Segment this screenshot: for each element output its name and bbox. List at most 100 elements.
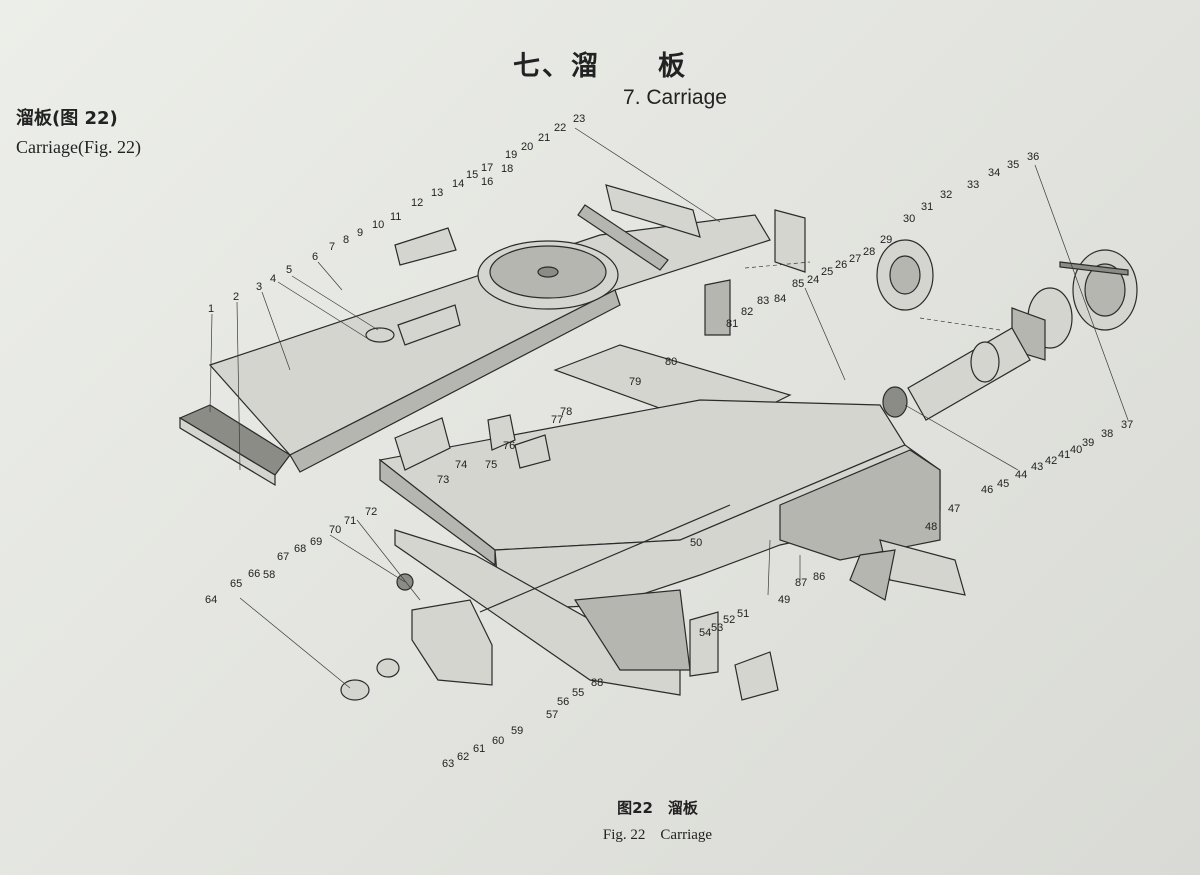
part-number-label: 10 (372, 219, 384, 231)
part-number-label: 33 (967, 179, 979, 191)
part-number-label: 30 (903, 213, 915, 225)
part-number-label: 69 (310, 536, 322, 548)
part-number-labels: 1 2 3 4 5 6 7 8 9 10 11 12 13 14 15 16 1… (205, 113, 1133, 770)
part-number-label: 73 (437, 474, 449, 486)
part-number-label: 43 (1031, 461, 1043, 473)
part-number-label: 81 (726, 318, 738, 330)
part-number-label: 68 (294, 543, 306, 555)
subsection-title-en: Carriage(Fig. 22) (16, 137, 141, 157)
part-number-label: 56 (557, 696, 569, 708)
part-number-label: 72 (365, 506, 377, 518)
part-number-label: 28 (863, 246, 875, 258)
figure-caption-en: Fig. 22 Carriage (602, 827, 713, 843)
part-number-label: 2 (233, 291, 239, 303)
part-number-label: 53 (711, 622, 723, 634)
part-number-label: 12 (411, 197, 423, 209)
part-number-label: 63 (442, 758, 454, 770)
part-number-label: 66 (248, 568, 260, 580)
part-number-label: 82 (741, 306, 753, 318)
part-number-label: 17 (481, 162, 493, 174)
part-number-label: 47 (948, 503, 960, 515)
part-number-label: 25 (821, 266, 833, 278)
part-number-label: 35 (1007, 159, 1019, 171)
part-number-label: 41 (1058, 449, 1070, 461)
part-number-label: 61 (473, 743, 485, 755)
subsection-title-cn: 溜板(图 22) (16, 108, 118, 129)
part-number-label: 13 (431, 187, 443, 199)
part-number-label: 88 (591, 677, 603, 689)
part-number-label: 1 (208, 303, 214, 315)
part-number-label: 86 (813, 571, 825, 583)
part-number-label: 60 (492, 735, 504, 747)
part-number-label: 59 (511, 725, 523, 737)
part-number-label: 32 (940, 189, 952, 201)
part-number-label: 29 (880, 234, 892, 246)
part-number-label: 70 (329, 524, 341, 536)
part-number-label: 78 (560, 406, 572, 418)
part-number-label: 45 (997, 478, 1009, 490)
part-number-label: 54 (699, 627, 711, 639)
part-number-label: 36 (1027, 151, 1039, 163)
part-number-label: 49 (778, 594, 790, 606)
part-number-label: 57 (546, 709, 558, 721)
part-number-label: 48 (925, 521, 937, 533)
part-number-label: 34 (988, 167, 1000, 179)
part-number-label: 4 (270, 273, 276, 285)
part-number-label: 14 (452, 178, 464, 190)
part-number-label: 27 (849, 253, 861, 265)
part-number-label: 26 (835, 259, 847, 271)
part-number-label: 67 (277, 551, 289, 563)
section-title-cn: 七、溜 板 (513, 51, 687, 82)
part-number-label: 58 (263, 569, 275, 581)
part-number-label: 11 (390, 211, 401, 223)
leader-lines (209, 127, 1129, 689)
part-number-label: 39 (1082, 437, 1094, 449)
part-number-label: 71 (344, 515, 356, 527)
part-number-label: 80 (665, 356, 677, 368)
part-number-label: 31 (921, 201, 933, 213)
handwheel-assembly (876, 239, 1138, 361)
part-number-label: 52 (723, 614, 735, 626)
part-number-label: 83 (757, 295, 769, 307)
part-number-label: 65 (230, 578, 242, 590)
gear-wheel (477, 240, 619, 310)
part-number-label: 40 (1070, 444, 1082, 456)
gib-strip (577, 184, 701, 271)
part-number-label: 64 (205, 594, 217, 606)
part-number-label: 84 (774, 293, 786, 305)
part-number-label: 55 (572, 687, 584, 699)
part-number-label: 15 (466, 169, 478, 181)
part-number-label: 76 (503, 440, 515, 452)
part-number-label: 77 (551, 414, 563, 426)
feed-shaft (882, 327, 1031, 421)
part-number-label: 6 (312, 251, 318, 263)
part-number-label: 38 (1101, 428, 1113, 440)
part-number-label: 37 (1121, 419, 1133, 431)
part-number-label: 51 (737, 608, 749, 620)
section-title-en: 7. Carriage (623, 86, 727, 109)
part-number-label: 5 (286, 264, 292, 276)
part-number-label: 22 (554, 122, 566, 134)
part-number-label: 44 (1015, 469, 1027, 481)
part-number-label: 3 (256, 281, 262, 293)
part-number-label: 23 (573, 113, 585, 125)
lead-screw (479, 504, 731, 613)
upper-slide-plate (178, 214, 771, 487)
part-number-label: 85 (792, 278, 804, 290)
part-number-label: 7 (329, 241, 335, 253)
part-number-label: 9 (357, 227, 363, 239)
bracket-plate (774, 209, 806, 273)
part-number-label: 42 (1045, 455, 1057, 467)
part-number-label: 8 (343, 234, 349, 246)
part-number-label: 50 (690, 537, 702, 549)
part-number-label: 20 (521, 141, 533, 153)
small-fittings (340, 227, 966, 701)
part-number-label: 19 (505, 149, 517, 161)
part-number-label: 18 (501, 163, 513, 175)
figure-caption-cn: 图22 溜板 (617, 799, 698, 817)
part-number-label: 87 (795, 577, 807, 589)
part-number-label: 75 (485, 459, 497, 471)
part-number-label: 24 (807, 274, 819, 286)
part-number-label: 16 (481, 176, 493, 188)
